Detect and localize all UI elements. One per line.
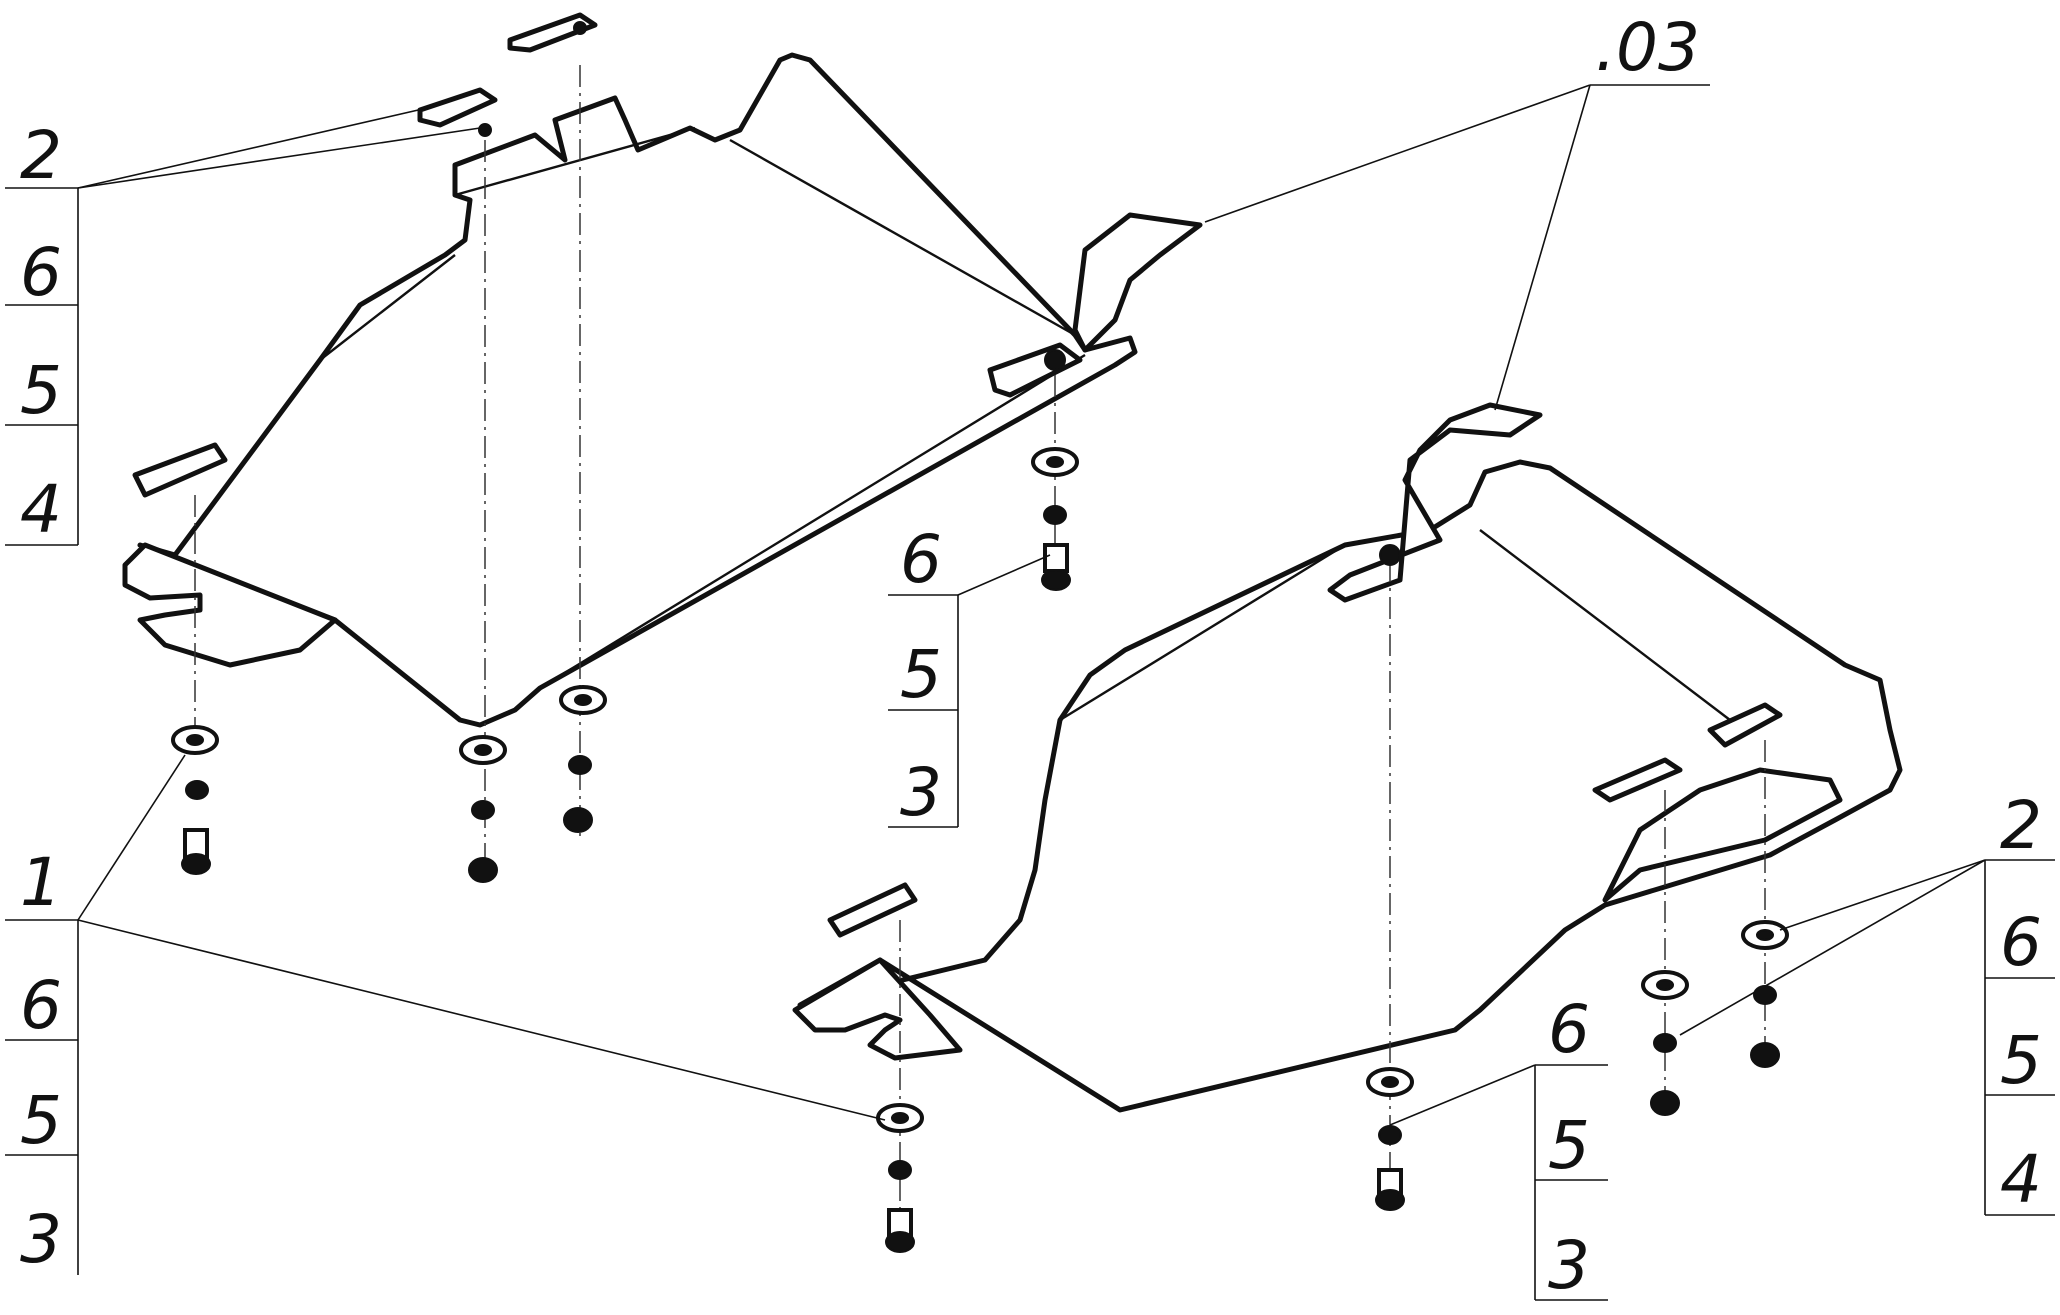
fastener-group-6 xyxy=(1366,1067,1414,1211)
fastener-group-8 xyxy=(1741,920,1789,1068)
fastener-group-4 xyxy=(1031,447,1079,591)
fastener-group-1 xyxy=(171,725,219,875)
callout-middle-1: 6 xyxy=(900,521,942,598)
fasteners xyxy=(171,21,1789,1253)
callout-bottom-mid-2: 5 xyxy=(1548,1107,1590,1184)
leader-lines xyxy=(5,84,2055,1301)
fastener-group-5 xyxy=(876,1103,924,1253)
axis-lines xyxy=(194,65,1766,1240)
fastener-group-3 xyxy=(559,685,607,833)
callout-top-left-2: 6 xyxy=(20,234,62,311)
callout-right-1: 2 xyxy=(2000,787,2042,864)
fastener-group-7 xyxy=(1641,970,1689,1116)
callout-right-2: 6 xyxy=(2000,904,2042,981)
callout-ref-03: .03 xyxy=(1595,9,1700,86)
callout-bottom-left-4: 3 xyxy=(20,1201,62,1278)
top-studs xyxy=(478,21,1401,566)
callout-bottom-mid-1: 6 xyxy=(1548,991,1590,1068)
callout-right-4: 4 xyxy=(2000,1141,2042,1218)
callout-bottom-left-1: 1 xyxy=(20,844,62,921)
callout-top-left-4: 4 xyxy=(20,471,62,548)
callout-top-left-1: 2 xyxy=(20,117,62,194)
fastener-group-2 xyxy=(459,735,507,883)
left-protection-plate xyxy=(122,12,1203,728)
callout-bottom-mid-3: 3 xyxy=(1548,1227,1590,1304)
callout-bottom-left-2: 6 xyxy=(20,967,62,1044)
callout-bottom-left-3: 5 xyxy=(20,1082,62,1159)
callout-middle-2: 5 xyxy=(900,636,942,713)
right-protection-plate xyxy=(792,402,1903,1113)
callout-right-3: 5 xyxy=(2000,1022,2042,1099)
callout-middle-3: 3 xyxy=(900,754,942,831)
callout-top-left-3: 5 xyxy=(20,352,62,429)
callout-labels: 2 6 5 4 .03 6 5 3 1 6 5 3 6 5 3 2 6 5 4 xyxy=(20,9,2042,1304)
